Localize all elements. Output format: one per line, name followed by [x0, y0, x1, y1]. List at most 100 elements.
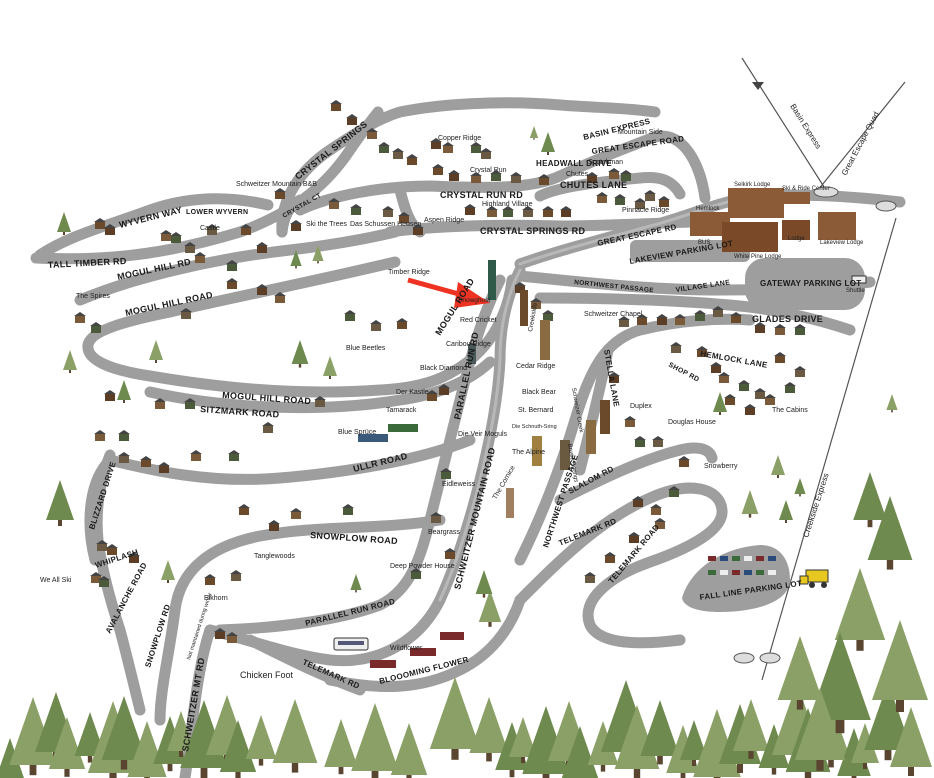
pine-tree-icon [167, 711, 195, 757]
building-icon [430, 512, 442, 523]
pine-tree-icon [666, 725, 700, 778]
pine-tree-icon [794, 478, 806, 497]
building-icon [784, 382, 796, 393]
label-das-schussen-heusen: Das Schussen Heusen [350, 221, 421, 228]
condo-building [410, 648, 436, 656]
pine-tree-icon [587, 721, 619, 772]
pine-tree-icon [429, 677, 481, 760]
label-tanglewoods: Tanglewoods [254, 553, 295, 560]
building-icon [636, 314, 648, 325]
building-icon [440, 468, 452, 479]
building-icon [652, 436, 664, 447]
chevron-up-icon [752, 82, 764, 90]
lakeview-parking-lot [630, 240, 750, 262]
label-lakeview-lodge: Lakeview Lodge [820, 240, 864, 246]
parked-car [744, 556, 752, 561]
bus-icon [333, 637, 369, 651]
pine-tree-icon [541, 132, 555, 155]
parked-car [720, 556, 728, 561]
building-icon [464, 204, 476, 215]
parked-car [708, 570, 716, 575]
condo-building [540, 320, 550, 360]
pine-tree-icon [117, 380, 131, 403]
parked-car [756, 556, 764, 561]
label-chutes-lane: CHUTES LANE [560, 180, 627, 190]
label-die-veir-moguls: Die Veir Moguls [458, 431, 508, 438]
building-icon [794, 366, 806, 377]
label-glades-drive: GLADES DRIVE [752, 314, 823, 324]
building-icon [226, 278, 238, 289]
building-icon [184, 242, 196, 253]
parked-car [756, 570, 764, 575]
lift-lines [741, 57, 906, 681]
condo-building [586, 420, 596, 454]
label-white-pine-lodge: White Pine Lodge [734, 254, 782, 260]
building-icon [656, 314, 668, 325]
building-icon [104, 390, 116, 401]
lodge-building [782, 220, 810, 240]
label-copper-ridge: Copper Ridge [438, 135, 481, 142]
label-great-escape-road: GREAT ESCAPE ROAD [591, 134, 685, 156]
building-icon [342, 504, 354, 515]
parked-car [744, 570, 752, 575]
pine-tree-icon [63, 350, 77, 373]
gateway-parking-lot [745, 258, 865, 310]
building-icon [654, 518, 666, 529]
label-highland-village: Highland Village [482, 201, 533, 208]
parked-car [732, 556, 740, 561]
condo-building [600, 400, 610, 434]
building-icon [330, 100, 342, 111]
building-icon [624, 416, 636, 427]
ski-ride-center-building [782, 192, 810, 204]
mogul-hill-rd-upper [74, 226, 401, 306]
label-deep-powder-house: Deep Powder House [390, 563, 455, 570]
building-icon [392, 148, 404, 159]
pine-tree-icon [890, 707, 932, 776]
village-lane [534, 292, 856, 336]
building-icon [754, 322, 766, 333]
building-icon [442, 142, 454, 153]
schweitzer-mt-rd [179, 624, 216, 778]
label-ski-the-trees: Ski the Trees [306, 221, 347, 228]
label-schweitzer-mountain-road: SCHWEITZER MOUNTAIN ROAD [452, 446, 497, 590]
label-ski-ride-center: Ski & Ride Center [782, 186, 830, 192]
label-elkhorn: Elkhorn [204, 595, 228, 602]
building-icon [118, 452, 130, 463]
pine-tree-icon [323, 356, 337, 379]
pine-tree-icon [475, 570, 493, 598]
condo-building [358, 434, 388, 442]
building-icon [586, 172, 598, 183]
building-icon [366, 128, 378, 139]
building-icon [470, 142, 482, 153]
building-icon [262, 422, 274, 433]
building-icon [106, 544, 118, 555]
condo-building [468, 344, 476, 364]
label-hemlock-lane: HEMLOCK LANE [700, 349, 769, 370]
building-icon [538, 174, 550, 185]
lakeview-lodge-building [818, 212, 856, 240]
label-chicken-foot: Chicken Foot [240, 670, 294, 680]
building-icon [226, 260, 238, 271]
parked-car [768, 556, 776, 561]
building-icon [744, 404, 756, 415]
building-icon [94, 430, 106, 441]
label-die-schnuth: Die Schnuth-Sring [512, 424, 557, 430]
crystal-run-road [294, 130, 711, 216]
label-creekside: Creekside [527, 302, 539, 332]
label-crystal-springs-rd: CRYSTAL SPRINGS RD [480, 226, 585, 236]
building-icon [712, 306, 724, 317]
building-icon [370, 320, 382, 331]
building-icon [194, 252, 206, 263]
pine-tree-icon [509, 717, 537, 763]
label-black-diamond: Black Diamond [420, 365, 467, 372]
label-the-alpine: The Alpine [512, 449, 545, 456]
building-icon [180, 308, 192, 319]
building-icon [190, 450, 202, 461]
building-icon [430, 138, 442, 149]
building-icon [206, 224, 218, 235]
pine-tree-icon [161, 560, 175, 583]
building-icon [230, 570, 242, 581]
lodges [690, 188, 856, 252]
pine-tree-icon [809, 632, 871, 734]
